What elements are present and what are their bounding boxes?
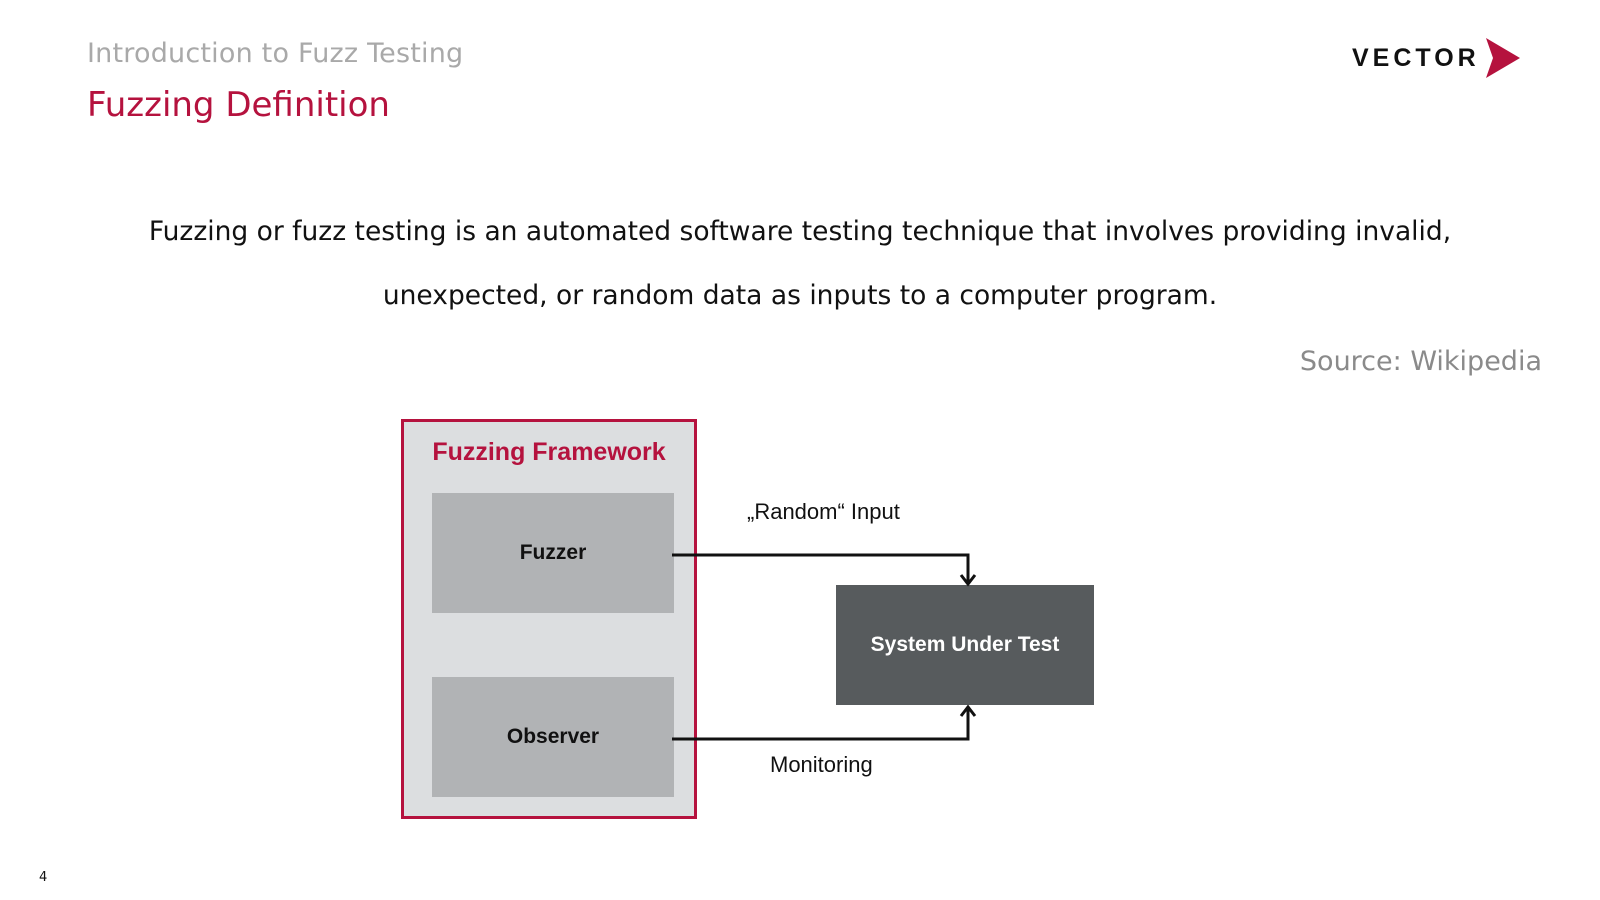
framework-title: Fuzzing Framework xyxy=(432,438,666,466)
fuzzer-label: Fuzzer xyxy=(519,541,587,564)
monitoring-arrow-label: Monitoring xyxy=(770,752,873,777)
definition-text: Fuzzing or fuzz testing is an automated … xyxy=(60,200,1540,328)
fuzzing-framework-box: Fuzzing Framework Fuzzer Observer xyxy=(401,419,697,819)
chevron-right-icon xyxy=(1485,38,1520,78)
breadcrumb: Introduction to Fuzz Testing xyxy=(87,38,464,69)
system-under-test-box: System Under Test xyxy=(836,585,1094,705)
monitoring-arrow xyxy=(672,704,977,741)
definition-line-1: Fuzzing or fuzz testing is an automated … xyxy=(148,216,1452,247)
vector-logo: VECTOR xyxy=(1352,36,1520,80)
system-under-test-label: System Under Test xyxy=(870,633,1060,656)
definition-line-2: unexpected, or random data as inputs to … xyxy=(382,280,1218,311)
input-arrow-label: „Random“ Input xyxy=(747,499,900,524)
fuzzer-box: Fuzzer xyxy=(432,493,674,613)
page-number: 4 xyxy=(39,870,48,885)
source-citation: Source: Wikipedia xyxy=(1299,346,1542,377)
input-arrow xyxy=(672,553,977,587)
page-title: Fuzzing Definition xyxy=(87,85,390,125)
logo-text: VECTOR xyxy=(1352,43,1480,72)
observer-label: Observer xyxy=(506,725,600,748)
observer-box: Observer xyxy=(432,677,674,797)
